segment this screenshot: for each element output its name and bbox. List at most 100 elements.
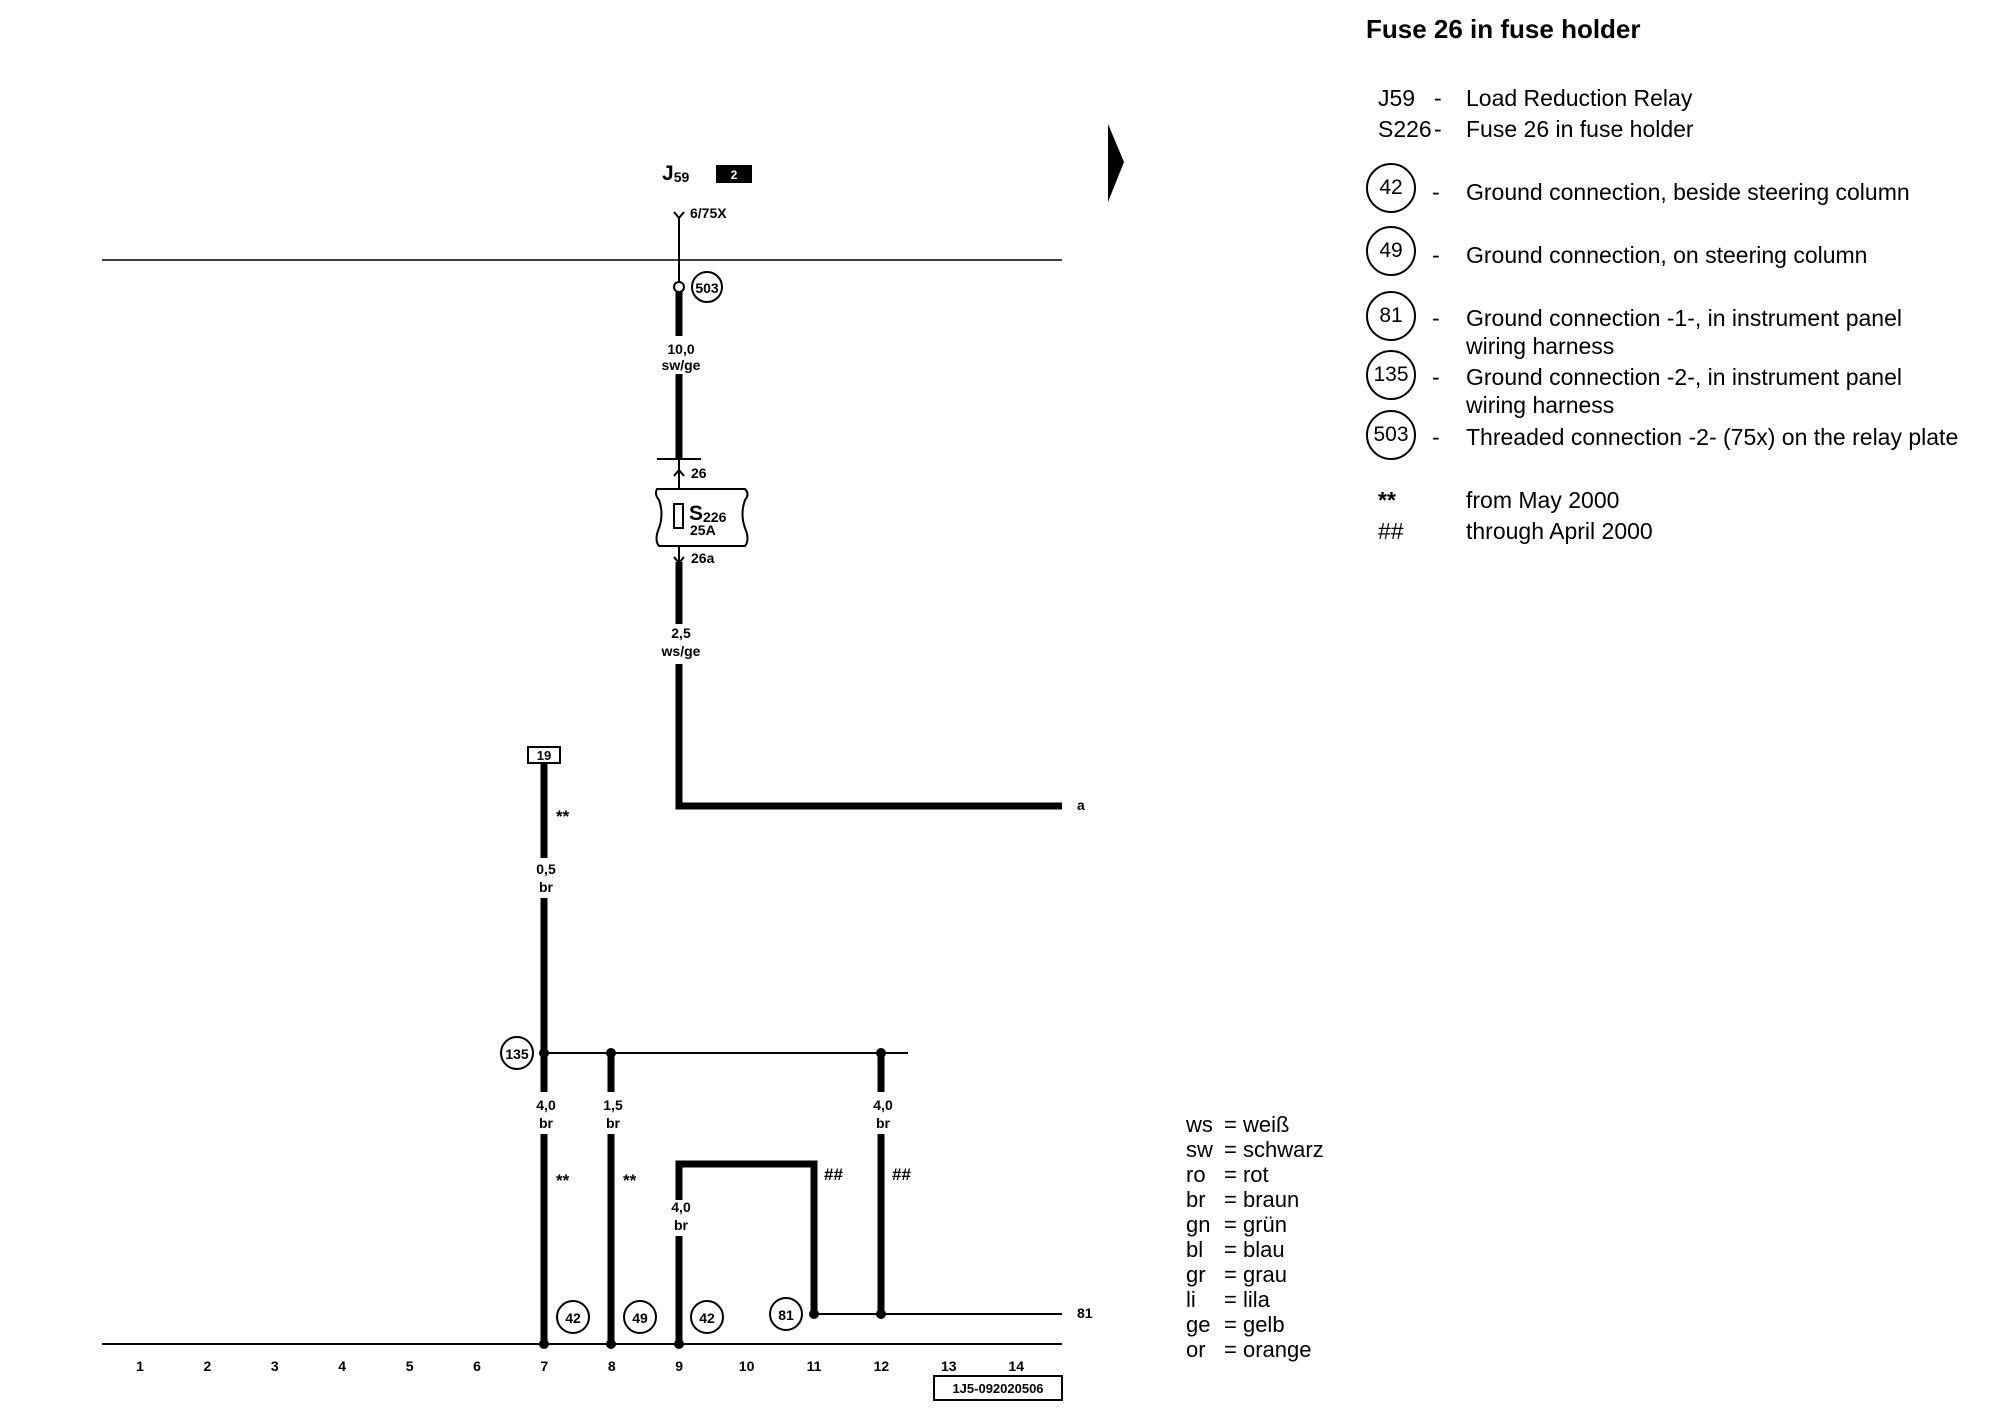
fuse-in-pin: 26 [691, 465, 707, 481]
ground-503-circle [691, 271, 723, 303]
color-abbr: li [1186, 1287, 1196, 1312]
ground-503-label: 503 [695, 280, 719, 296]
legend-desc-cont: wiring harness [1466, 333, 1615, 359]
ground-135-circle [500, 1036, 534, 1070]
wire-6-size: 4,0 [671, 1199, 691, 1215]
relay-terminal-label: 6/75X [690, 205, 727, 221]
wire-5-color: br [606, 1115, 621, 1131]
legend-ground-circle: 503 [1366, 410, 1416, 460]
junction-81-pin12 [876, 1309, 886, 1319]
color-abbr: br [1186, 1187, 1206, 1212]
wire-7-color: br [876, 1115, 891, 1131]
legend-code: J59 [1378, 85, 1416, 111]
track-number: 11 [807, 1358, 822, 1374]
track-number: 13 [941, 1358, 957, 1374]
legend-desc-cont: wiring harness [1466, 392, 1615, 418]
fuse-out-pin: 26a [691, 550, 715, 566]
legend-desc: Threaded connection -2- (75x) on the rel… [1466, 424, 1959, 450]
ground-42-label-b: 42 [699, 1310, 715, 1326]
color-abbr: gn [1186, 1212, 1211, 1237]
legend-dash: - [1432, 179, 1440, 205]
fuse-rating: 25A [690, 522, 716, 538]
junction-81-pin11 [809, 1309, 819, 1319]
legend-desc: Fuse 26 in fuse holder [1466, 116, 1694, 142]
marker-from-may-1: ** [556, 807, 570, 826]
track-number: 8 [608, 1358, 616, 1374]
legend-code: S226 [1378, 116, 1432, 142]
fuse-label: S226 [689, 502, 727, 525]
legend-desc: Ground connection -1-, in instrument pan… [1466, 305, 1902, 331]
legend-dash: - [1434, 116, 1442, 142]
legend-dash: - [1434, 85, 1442, 111]
wire-1-color: sw/ge [662, 357, 701, 373]
color-name: = gelb [1224, 1312, 1285, 1337]
color-key-row: ws = weiß [1186, 1112, 1324, 1137]
legend-title: Fuse 26 in fuse holder [1366, 14, 1641, 44]
marker-from-may-2: ** [556, 1171, 570, 1190]
wire-3-size: 0,5 [536, 861, 556, 877]
relay-terminal-fork [673, 211, 685, 220]
color-abbr: ro [1186, 1162, 1206, 1187]
color-name: = grau [1224, 1262, 1287, 1287]
ground-dot-pin9 [674, 1339, 684, 1349]
track-number: 2 [204, 1358, 212, 1374]
legend-ground-circle: 81 [1366, 291, 1416, 341]
ground-49-label: 49 [632, 1310, 648, 1326]
relay-box [716, 165, 752, 183]
color-name: = rot [1224, 1162, 1269, 1187]
legend-dash: - [1432, 305, 1440, 331]
color-key-row: li = lila [1186, 1287, 1324, 1312]
legend-ground-circle: 42 [1366, 163, 1416, 213]
ground-42-label-a: 42 [565, 1310, 581, 1326]
color-abbr: gr [1186, 1262, 1206, 1287]
wire-4-size: 4,0 [536, 1097, 556, 1113]
next-page-arrow-icon [1108, 124, 1124, 202]
track-number: 1 [136, 1358, 144, 1374]
legend-note-desc: through April 2000 [1466, 518, 1653, 544]
color-abbr: ws [1186, 1112, 1213, 1137]
relay-box-label: 2 [731, 168, 738, 182]
color-abbr: ge [1186, 1312, 1211, 1337]
legend-ground-circle: 135 [1366, 350, 1416, 400]
color-abbr: bl [1186, 1237, 1204, 1262]
diagram-id: 1J5-092020506 [952, 1381, 1043, 1396]
color-key-row: bl= blau [1186, 1237, 1324, 1262]
wire-3-color: br [539, 879, 554, 895]
wiring-diagram: J59 2 6/75X 503 10,0 sw/ge 26 S226 25A 2… [102, 124, 1124, 1401]
legend-note-symbol: ## [1378, 518, 1404, 544]
color-abbr: or [1186, 1337, 1206, 1362]
legend-desc: Ground connection, on steering column [1466, 242, 1868, 268]
diagram-id-box [933, 1375, 1063, 1401]
color-name: = weiß [1224, 1112, 1290, 1137]
track-number: 7 [541, 1358, 549, 1374]
color-key-row: ge = gelb [1186, 1312, 1324, 1337]
legend-desc: Ground connection, beside steering colum… [1466, 179, 1910, 205]
continuation-81: 81 [1077, 1305, 1093, 1321]
marker-through-april-1: ## [824, 1165, 843, 1184]
color-name: = braun [1224, 1187, 1300, 1212]
legend-ground-circle: 49 [1366, 226, 1416, 276]
color-key-row: sw= schwarz [1186, 1137, 1324, 1162]
color-name: = lila [1224, 1287, 1270, 1312]
track-number: 14 [1008, 1358, 1024, 1374]
track-number: 9 [675, 1358, 683, 1374]
track-number: 6 [473, 1358, 481, 1374]
legend-desc: Ground connection -2-, in instrument pan… [1466, 364, 1902, 390]
continuation-a: a [1077, 797, 1085, 813]
legend-dash: - [1432, 242, 1440, 268]
wire-6-color: br [674, 1217, 689, 1233]
color-abbr: sw [1186, 1137, 1213, 1162]
marker-from-may-3: ** [623, 1171, 637, 1190]
wire-2-size: 2,5 [671, 625, 691, 641]
wire-pin9-loop [675, 1160, 818, 1314]
wire-7-size: 4,0 [873, 1097, 893, 1113]
color-name: = orange [1224, 1337, 1312, 1362]
color-key-row: gr = grau [1186, 1262, 1324, 1287]
wire-1-size: 10,0 [667, 341, 694, 357]
track-number: 5 [406, 1358, 414, 1374]
relay-label: J59 [662, 162, 689, 185]
connector-19-label: 19 [537, 748, 551, 763]
track-number: 3 [271, 1358, 279, 1374]
